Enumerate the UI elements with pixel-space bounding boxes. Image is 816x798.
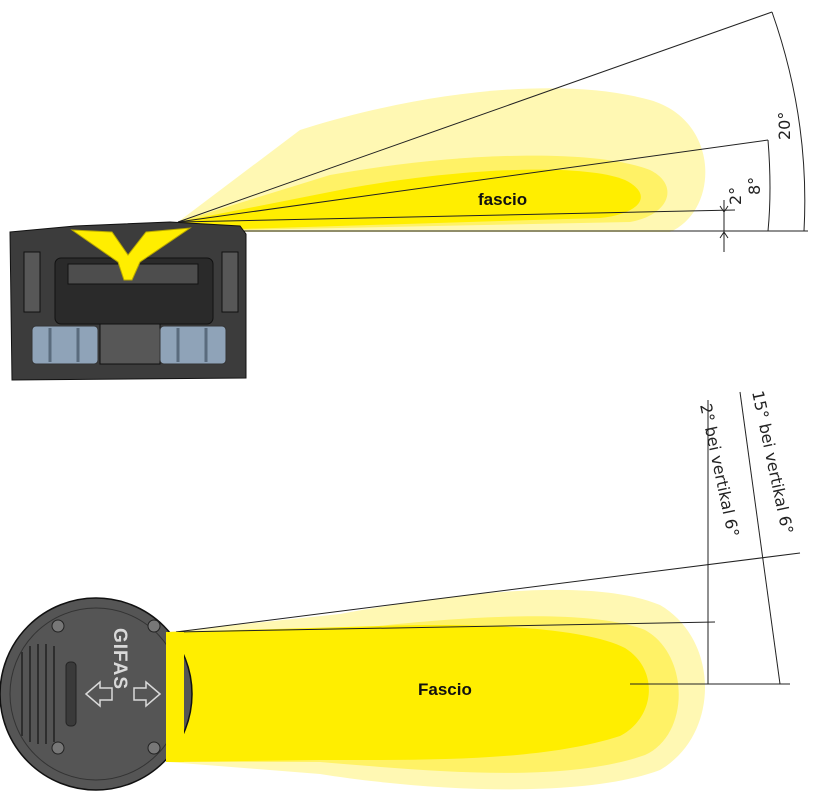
ray-8deg: [177, 139, 769, 223]
screw-bottom-left: [51, 741, 65, 755]
label-angle-8: 8°: [745, 177, 764, 195]
label-angle-2: 2°: [726, 187, 745, 205]
label-angle-15-bei-vertikal: 15° bei vertikal 6°: [748, 389, 797, 536]
top-view: 20° 8° 2° fascio: [9, 11, 808, 381]
ray-15deg: [175, 552, 801, 633]
bottom-beam-core: [168, 624, 649, 762]
label-angle-2-bei-vertikal: 2° bei vertikal 6°: [696, 402, 743, 539]
arrow-2deg-top: [719, 205, 729, 213]
steel-insert-right: [159, 325, 227, 365]
housing-lower-block: [99, 323, 161, 365]
slot-opening: [65, 661, 77, 727]
arrow-right-icon: [133, 680, 162, 708]
housing-left-post: [23, 251, 41, 313]
ray-2deg: [177, 209, 736, 223]
gifas-logo: GIFAS: [109, 628, 130, 690]
screw-bottom-right: [147, 741, 161, 755]
grip-ridges: [21, 644, 55, 744]
arc-20deg: [771, 11, 806, 232]
housing-section: [9, 221, 247, 381]
housing-right-post: [221, 251, 239, 313]
ray-20deg: [177, 11, 773, 223]
steel-insert-left: [31, 325, 99, 365]
dim-line-15deg: [739, 391, 781, 685]
bottom-beam-label: Fascio: [418, 680, 472, 699]
sensor-emitter-window: [166, 632, 184, 762]
sensor-front: GIFAS: [0, 597, 193, 791]
bottom-view: 2° bei vertikal 6° 15° bei vertikal 6° F…: [0, 389, 801, 791]
top-beam-label: fascio: [478, 190, 527, 209]
arrow-left-icon: [84, 680, 113, 708]
arc-8deg: [767, 139, 771, 232]
ray-2deg-bottom: [175, 621, 716, 633]
label-angle-20: 20°: [775, 112, 794, 140]
screw-top-right: [147, 619, 161, 633]
sensor-disc: [0, 597, 193, 791]
arrow-2deg-bottom: [719, 231, 729, 239]
screw-top-left: [51, 619, 65, 633]
emitter-v: [70, 227, 192, 281]
